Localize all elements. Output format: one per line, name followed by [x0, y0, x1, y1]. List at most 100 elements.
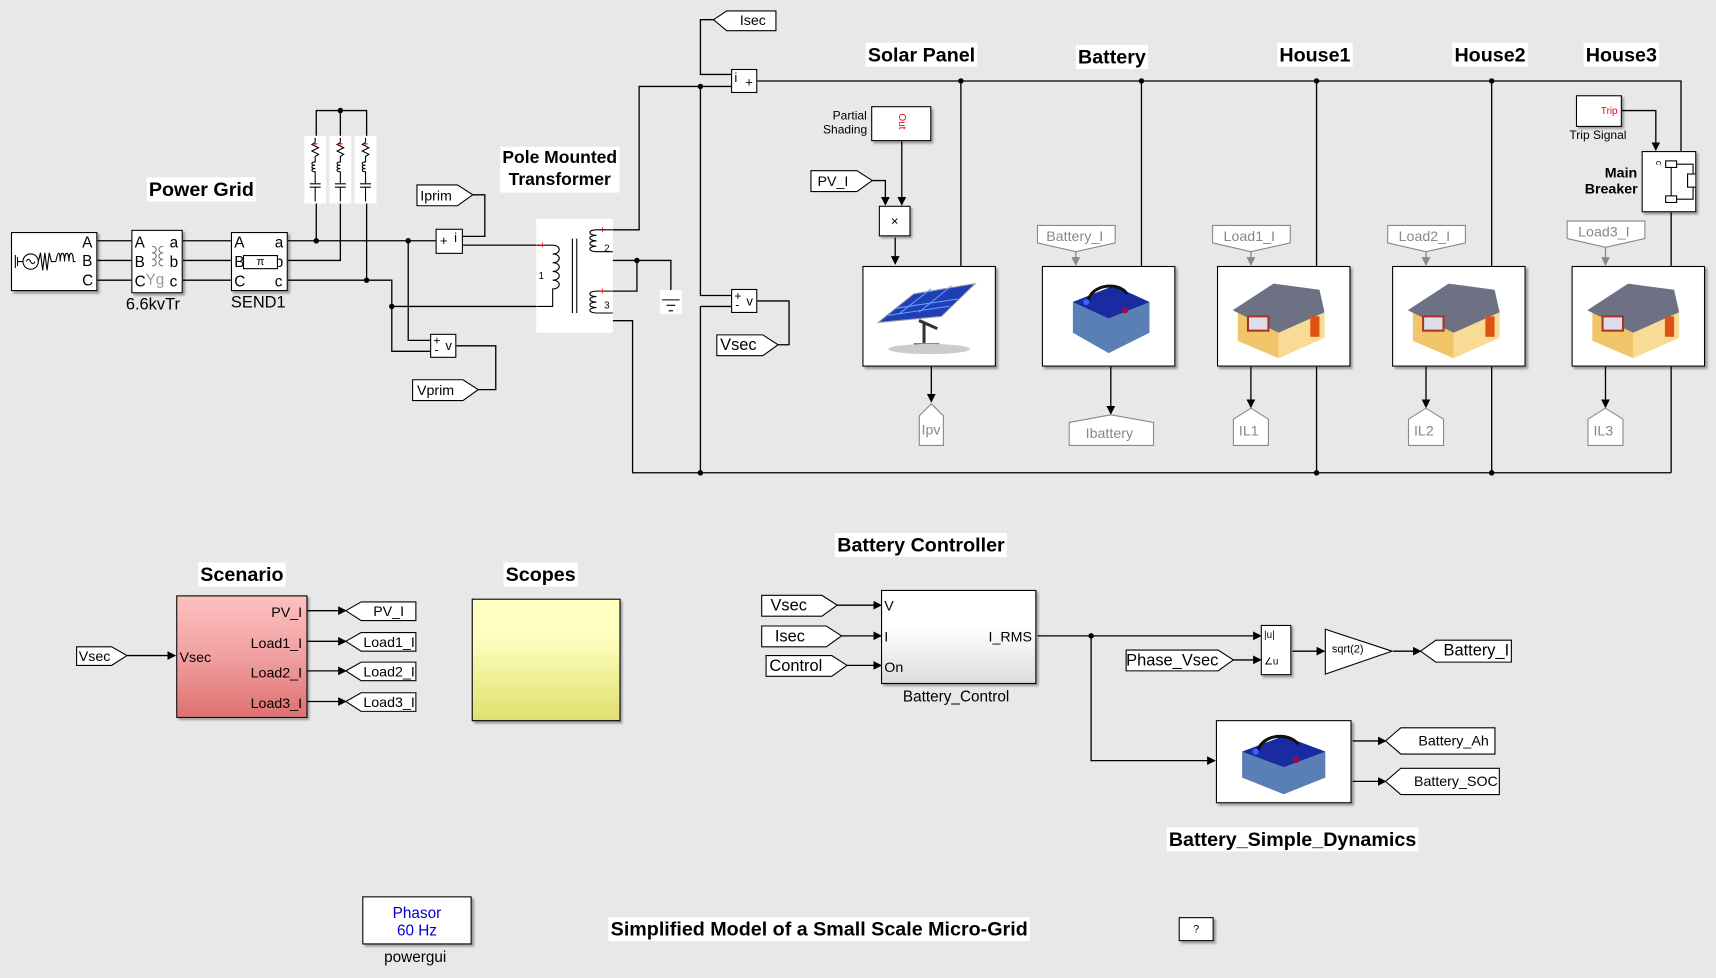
- ibattery-tag-label[interactable]: Ibattery: [1085, 424, 1134, 442]
- bc-in-on: On: [884, 658, 904, 676]
- ipv-tag-label[interactable]: Ipv: [921, 421, 941, 438]
- v-label: v: [445, 338, 452, 354]
- bc-out-irms: I_RMS: [988, 628, 1033, 645]
- battery-control-name: Battery_Control: [902, 687, 1010, 705]
- title-house3: House3: [1583, 42, 1660, 67]
- battery-block[interactable]: [1041, 265, 1176, 367]
- bc-isec-tag: [761, 625, 843, 648]
- load1-i-out-tag: [344, 632, 417, 652]
- battery-icon: [1242, 734, 1326, 795]
- bc-control-label[interactable]: Control: [769, 656, 823, 676]
- powergui-name: powergui: [384, 947, 447, 966]
- product-block[interactable]: ×: [878, 205, 911, 237]
- pv-i-out-label[interactable]: PV_I: [373, 603, 405, 620]
- port-a: a: [169, 233, 179, 251]
- solar-panel-block[interactable]: [862, 265, 996, 367]
- transformer-6-6kv-name: 6.6kvTr: [125, 295, 180, 315]
- coil-icon: [152, 245, 164, 267]
- load2-i-from-label[interactable]: Load2_I: [1398, 227, 1451, 245]
- magnitude-angle-to-complex-block[interactable]: |u| ∠u: [1260, 624, 1292, 676]
- il2-tag-label[interactable]: IL2: [1413, 422, 1434, 439]
- transformer-coil-icon: 123 +++: [536, 225, 613, 314]
- svg-text:+: +: [312, 139, 318, 151]
- house1-block[interactable]: [1216, 265, 1351, 367]
- mag-input: |u|: [1264, 629, 1275, 641]
- isec-current-measurement[interactable]: i +: [731, 68, 758, 94]
- bc-vsec-label[interactable]: Vsec: [770, 596, 807, 616]
- isec-tag-label[interactable]: Isec: [739, 12, 766, 29]
- svg-text:+: +: [337, 139, 343, 151]
- vsec-voltage-measurement[interactable]: + - v: [731, 288, 758, 313]
- svg-text:+: +: [540, 240, 546, 251]
- partial-shading-block[interactable]: Out: [871, 106, 932, 142]
- trip-signal-block[interactable]: Trip: [1575, 95, 1622, 127]
- il1-tag-label[interactable]: IL1: [1238, 422, 1259, 439]
- svg-text:+: +: [600, 225, 606, 236]
- scenario-block[interactable]: Vsec PV_I Load1_I Load2_I Load3_I: [176, 595, 308, 718]
- port-c: C: [82, 271, 94, 289]
- battery-ah-label[interactable]: Battery_Ah: [1418, 732, 1489, 749]
- gain-block[interactable]: [1324, 628, 1394, 676]
- il3-tag-label[interactable]: IL3: [1593, 422, 1614, 439]
- port-b: b: [274, 252, 284, 271]
- send1-name: SEND1: [230, 293, 286, 312]
- load1-i-from-label[interactable]: Load1_I: [1223, 227, 1275, 245]
- battery-i-from-label[interactable]: Battery_I: [1046, 227, 1104, 245]
- trip-signal-label: Trip Signal: [1569, 129, 1627, 143]
- vprim-tag: [412, 379, 480, 402]
- pv-i-tag: [810, 170, 874, 193]
- battery-simple-dynamics-block[interactable]: [1215, 720, 1352, 804]
- load1-i-out-label[interactable]: Load1_I: [363, 633, 415, 651]
- scenario-out-load3: Load3_I: [250, 694, 303, 712]
- battery-soc-label[interactable]: Battery_SOC: [1413, 772, 1498, 790]
- house2-block[interactable]: [1392, 265, 1526, 367]
- load1-i-from-tag: [1212, 224, 1291, 253]
- bc-isec-label[interactable]: Isec: [774, 627, 805, 646]
- transformer-6-6kv[interactable]: A B C a b c Yg: [131, 229, 183, 294]
- phase-vsec-tag: [1125, 649, 1235, 672]
- load3-i-out-label[interactable]: Load3_I: [363, 693, 415, 711]
- main-breaker-label: Main Breaker: [1584, 164, 1638, 197]
- send1-line[interactable]: A B C a b c π: [230, 232, 288, 292]
- main-breaker-block[interactable]: c: [1641, 151, 1697, 213]
- phase-vsec-label[interactable]: Phase_Vsec: [1126, 651, 1219, 670]
- battery-i-goto-label[interactable]: Battery_I: [1443, 641, 1510, 660]
- winding-1: 1: [538, 271, 543, 282]
- rlc-load-three-phase[interactable]: +++: [304, 135, 378, 204]
- iprim-current-measurement[interactable]: + i: [435, 228, 463, 254]
- three-phase-source[interactable]: A B C: [10, 232, 98, 292]
- title-power-grid: Power Grid: [146, 177, 257, 202]
- vprim-voltage-measurement[interactable]: + - v: [430, 333, 457, 358]
- battery-icon: [1072, 284, 1150, 354]
- house3-block[interactable]: [1571, 265, 1706, 367]
- house-icon: [1232, 283, 1325, 359]
- title-battery-controller: Battery Controller: [835, 532, 1007, 558]
- bc-in-v: V: [884, 597, 894, 614]
- port-a: A: [82, 233, 93, 251]
- vprim-tag-label[interactable]: Vprim: [416, 381, 455, 399]
- help-button[interactable]: ?: [1178, 917, 1214, 942]
- scopes-block[interactable]: [471, 598, 621, 722]
- gain-value: sqrt(2): [1331, 643, 1364, 656]
- plus-sign: +: [439, 233, 448, 249]
- vsec-tag-label[interactable]: Vsec: [720, 335, 757, 355]
- isec-tag: [712, 10, 777, 32]
- pi-section-icon: π: [242, 254, 278, 270]
- pv-i-tag-label[interactable]: PV_I: [817, 172, 849, 190]
- svg-text:+: +: [600, 286, 606, 297]
- ipv-tag: [918, 403, 944, 446]
- battery-control-block[interactable]: V I On I_RMS: [880, 589, 1037, 684]
- load2-i-out-label[interactable]: Load2_I: [363, 663, 415, 680]
- i-label: i: [734, 70, 738, 86]
- port-b: b: [169, 252, 179, 271]
- scenario-vsec-tag-label[interactable]: Vsec: [78, 647, 111, 665]
- load3-i-from-label[interactable]: Load3_I: [1578, 223, 1630, 240]
- powergui-block[interactable]: Phasor 60 Hz: [362, 896, 472, 945]
- load3-i-out-tag: [344, 692, 417, 712]
- port-A: A: [234, 233, 245, 251]
- scenario-out-load2: Load2_I: [250, 664, 303, 681]
- port-B: B: [134, 252, 145, 271]
- iprim-tag-label[interactable]: Iprim: [420, 187, 452, 204]
